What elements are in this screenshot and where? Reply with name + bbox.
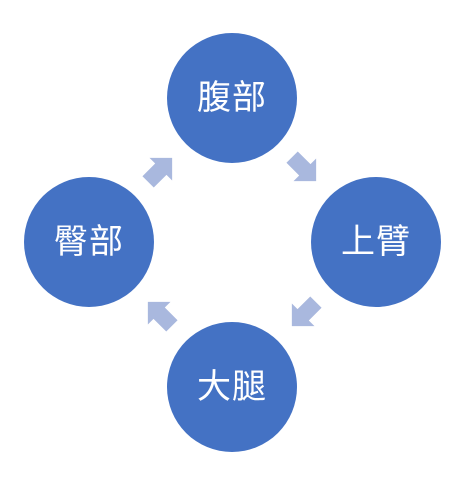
arrow-right-to-bottom xyxy=(291,296,322,327)
node-buttocks-label: 臀部 xyxy=(54,222,124,262)
node-upper-arm: 上臂 xyxy=(311,177,441,307)
arrow-bottom-to-left xyxy=(147,301,178,332)
arrow-left-to-top xyxy=(142,157,173,188)
node-abdomen: 腹部 xyxy=(167,33,297,163)
node-buttocks: 臀部 xyxy=(24,177,154,307)
node-upper-arm-label: 上臂 xyxy=(341,222,411,262)
node-abdomen-label: 腹部 xyxy=(197,78,267,118)
arrow-top-to-right xyxy=(286,151,317,182)
node-thigh-label: 大腿 xyxy=(197,367,267,407)
node-thigh: 大腿 xyxy=(167,322,297,452)
